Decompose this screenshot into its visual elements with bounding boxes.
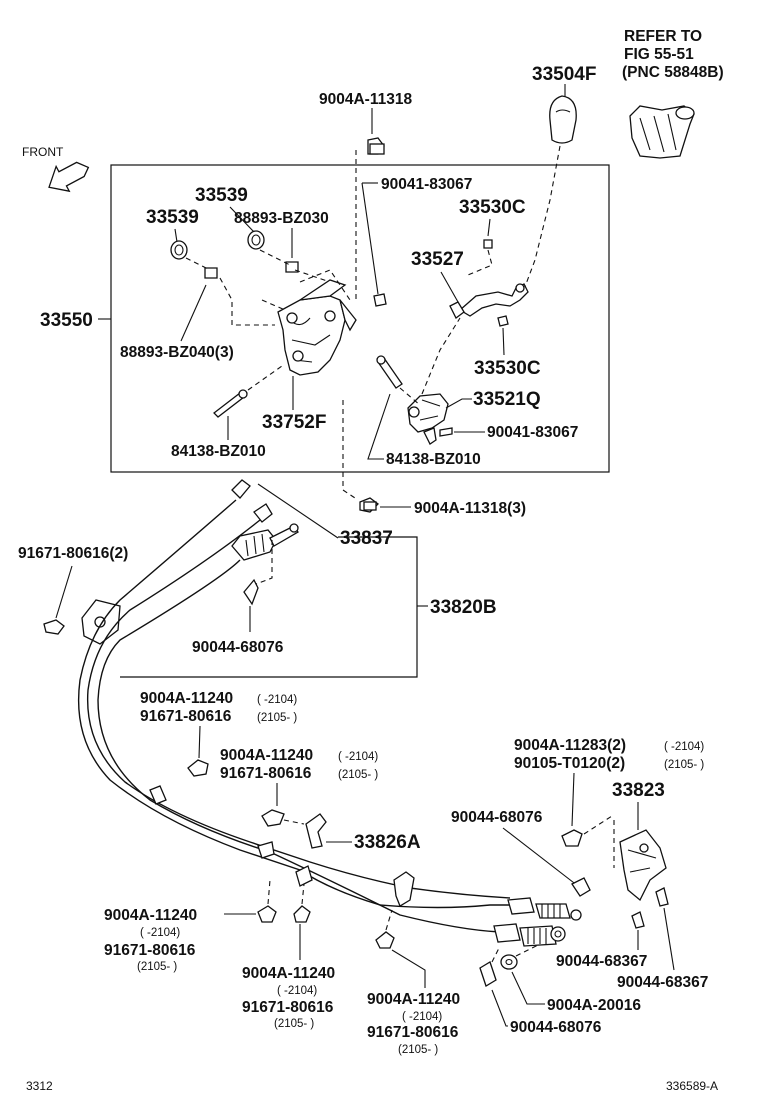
part-33539-a-label: 33539 [195, 185, 248, 206]
part-33530C-bot-label: 33530C [474, 358, 541, 379]
g5-line1-range: ( -2104) [277, 985, 317, 997]
cable-end-right-upper [507, 897, 582, 921]
bolt-9004A-11318-3 [359, 497, 379, 513]
g2-line1-label: 9004A-11240 [220, 747, 313, 764]
part-33823-label: 33823 [612, 780, 665, 801]
g4-line1-range: ( -2104) [140, 927, 180, 939]
g4-line1-label: 9004A-11240 [104, 907, 197, 924]
bolt-9004A-11318-top [367, 137, 385, 155]
part-90044-68076-a-label: 90044-68076 [192, 639, 284, 656]
refer-note-line3: (PNC 58848B) [622, 64, 724, 81]
shift-boot-part [629, 105, 695, 159]
shift-lever-bracket-33752F [277, 279, 357, 376]
clip-33826A [305, 813, 327, 849]
g2-line2-range: (2105- ) [338, 769, 378, 781]
collar-88893-BZ040 [204, 267, 218, 279]
part-33820B-label: 33820B [430, 597, 497, 618]
g3-line1-range: ( -2104) [664, 741, 704, 753]
washer-9004A-20016 [500, 954, 518, 970]
cable-bracket-33823 [619, 829, 667, 902]
g3-line1-label: 9004A-11283(2) [514, 737, 626, 754]
part-9004A-11318-3-label: 9004A-11318(3) [414, 500, 526, 517]
part-90044-68367-b-label: 90044-68367 [617, 974, 708, 991]
clip-90044-68076-b [571, 877, 591, 897]
cable-end-upper [231, 479, 299, 561]
part-90044-68367-a-label: 90044-68367 [556, 953, 647, 970]
cable-end-right-lower [493, 923, 566, 947]
bolt-g5 [293, 905, 311, 923]
refer-note-line2: FIG 55-51 [624, 46, 694, 63]
footer-left-code: 3312 [26, 1079, 53, 1093]
pin-84138-BZ010-right [376, 355, 403, 389]
g1-line2-label: 91671-80616 [140, 708, 232, 725]
bolt-g6 [375, 931, 395, 949]
clip-90044-68076-c [479, 961, 497, 987]
part-90041-83067-top-label: 90041-83067 [381, 176, 472, 193]
part-33837-label: 33837 [340, 528, 393, 549]
part-90044-68076-c-label: 90044-68076 [510, 1019, 602, 1036]
part-9004A-20016-label: 9004A-20016 [547, 997, 641, 1014]
shift-knob-part [549, 95, 577, 144]
bushing-33539-a [247, 230, 265, 250]
shift-lever-33521Q [449, 283, 529, 319]
part-91671-80616-2-label: 91671-80616(2) [18, 545, 128, 562]
clip-bracket-center [393, 871, 415, 907]
front-arrow-icon [48, 161, 90, 193]
part-33539-b-label: 33539 [146, 207, 199, 228]
refer-note-line1: REFER TO [624, 28, 702, 45]
g1-line2-range: (2105- ) [257, 712, 297, 724]
part-33527-label: 33527 [411, 249, 464, 270]
cable-assembly-frame [120, 536, 418, 678]
g4-line2-range: (2105- ) [137, 961, 177, 973]
part-33826A-label: 33826A [354, 832, 421, 853]
part-84138-BZ010-left-label: 84138-BZ010 [171, 443, 266, 460]
bushing-33539-b [170, 240, 188, 260]
g4-line2-label: 91671-80616 [104, 942, 196, 959]
part-33530C-top-label: 33530C [459, 197, 526, 218]
g3-line2-range: (2105- ) [664, 759, 704, 771]
pin-84138-BZ010-left [213, 389, 248, 418]
part-33504F-label: 33504F [532, 64, 596, 85]
part-90044-68076-b-label: 90044-68076 [451, 809, 543, 826]
footer-right-code: 336589-A [666, 1079, 718, 1093]
part-90041-83067-bot-label: 90041-83067 [487, 424, 578, 441]
g6-line1-label: 9004A-11240 [367, 991, 460, 1008]
part-88893-BZ040-label: 88893-BZ040(3) [120, 344, 234, 361]
bolt-91671-80616-2 [43, 619, 65, 635]
clip-90044-68367-b [655, 887, 669, 907]
g2-line1-range: ( -2104) [338, 751, 378, 763]
collar-88893-BZ030 [285, 261, 299, 273]
bolt-g3 [561, 829, 583, 847]
g5-line2-label: 91671-80616 [242, 999, 334, 1016]
clip-90044-68076-a [243, 578, 259, 606]
g6-line2-range: (2105- ) [398, 1044, 438, 1056]
g6-line2-label: 91671-80616 [367, 1024, 459, 1041]
g5-line1-label: 9004A-11240 [242, 965, 335, 982]
part-33521Q-label: 33521Q [473, 389, 541, 410]
g2-line2-label: 91671-80616 [220, 765, 312, 782]
g1-line1-label: 9004A-11240 [140, 690, 233, 707]
g6-line1-range: ( -2104) [402, 1011, 442, 1023]
bolt-g1 [187, 759, 209, 777]
g1-line1-range: ( -2104) [257, 694, 297, 706]
bolt-g2 [261, 809, 285, 827]
bolt-g4 [257, 905, 277, 923]
front-label: FRONT [22, 145, 64, 159]
part-33752F-label: 33752F [262, 412, 326, 433]
part-84138-BZ010-right-label: 84138-BZ010 [386, 451, 481, 468]
part-9004A-11318-top-label: 9004A-11318 [319, 91, 412, 108]
clip-90044-68367-a [631, 911, 645, 929]
g3-line2-label: 90105-T0120(2) [514, 755, 625, 772]
g5-line2-range: (2105- ) [274, 1018, 314, 1030]
part-88893-BZ030-label: 88893-BZ030 [234, 210, 329, 227]
lever-base [407, 393, 449, 445]
part-33550-label: 33550 [40, 310, 93, 331]
